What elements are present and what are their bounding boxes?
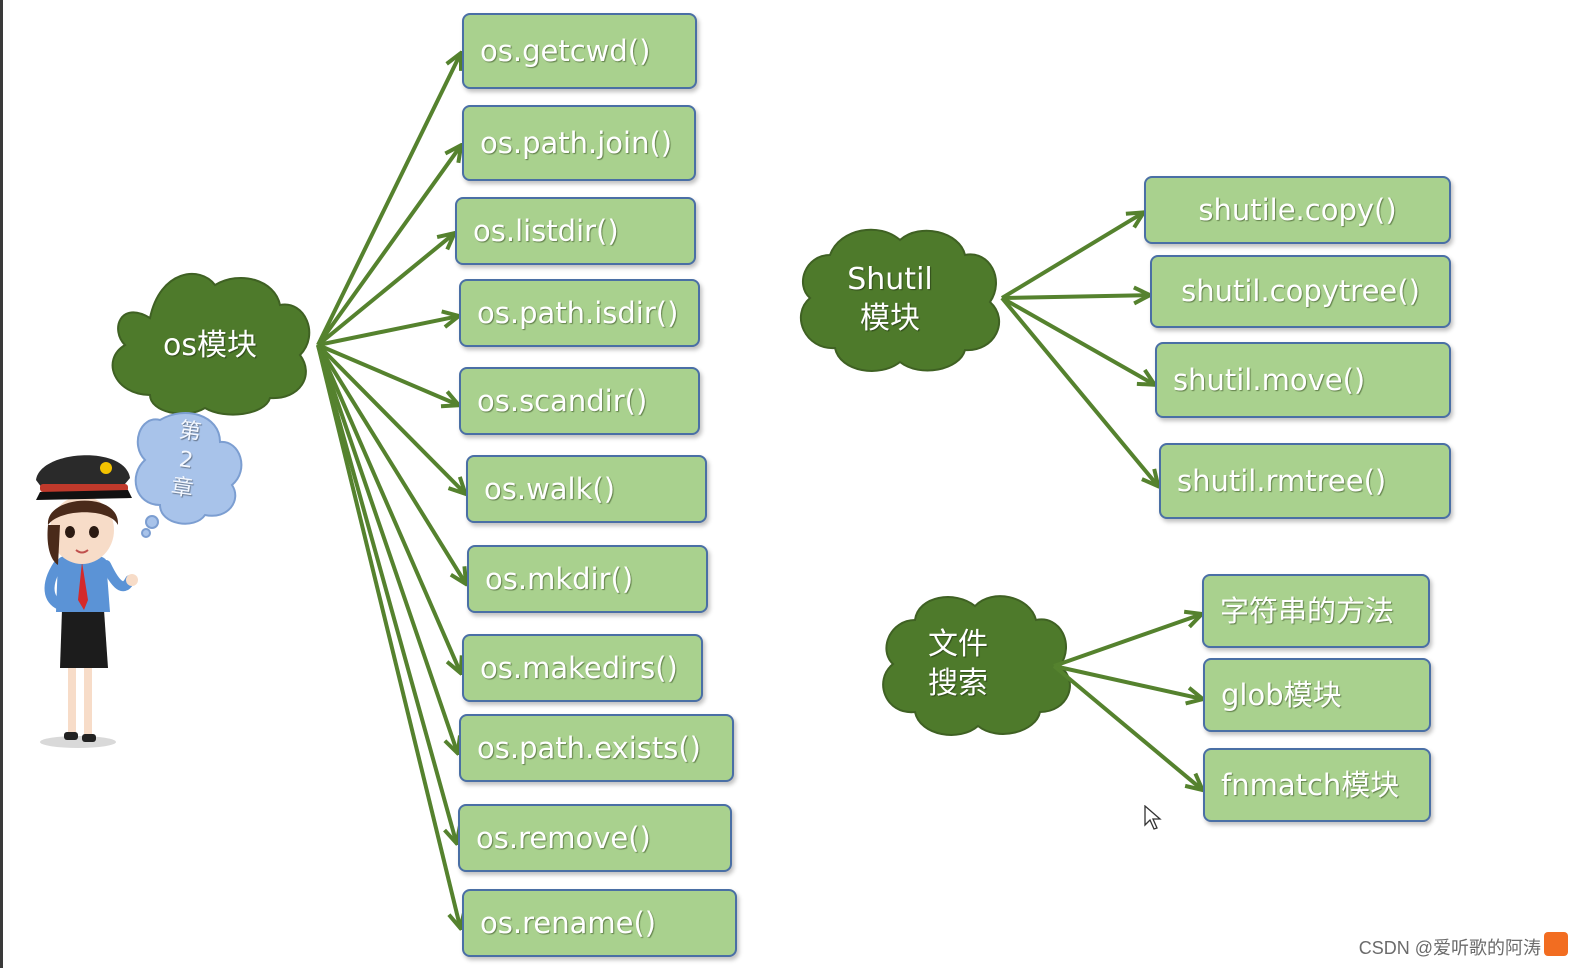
arrow-to-os-path-join bbox=[316, 147, 460, 347]
method-box-shutil-copytree: shutil.copytree() bbox=[1150, 255, 1451, 328]
arrow-to-os-mkdir bbox=[316, 343, 465, 582]
arrow-to-shutil-copy bbox=[1000, 213, 1142, 300]
chapter-label-line3: 章 bbox=[169, 474, 195, 503]
file-search-label-line2: 搜索 bbox=[928, 666, 988, 701]
file-search-label-line1: 文件 bbox=[928, 627, 988, 662]
method-box-os-path-join: os.path.join() bbox=[462, 105, 696, 181]
connector-arrows bbox=[316, 55, 1201, 927]
file-search-cloud bbox=[882, 595, 1071, 736]
method-box-os-getcwd: os.getcwd() bbox=[462, 13, 697, 89]
method-box-shutil-rmtree: shutil.rmtree() bbox=[1159, 443, 1451, 519]
method-box-fnmatch-module: fnmatch模块 bbox=[1203, 748, 1431, 822]
method-box-os-rename: os.rename() bbox=[462, 889, 737, 957]
csdn-logo-icon bbox=[1544, 932, 1568, 956]
method-box-os-path-isdir: os.path.isdir() bbox=[459, 279, 700, 347]
method-box-os-walk: os.walk() bbox=[466, 455, 707, 523]
shutil-label-line2: 模块 bbox=[860, 301, 920, 336]
method-box-os-scandir: os.scandir() bbox=[459, 367, 700, 435]
arrow-to-os-walk bbox=[316, 343, 464, 492]
method-box-shutil-move: shutil.move() bbox=[1155, 342, 1451, 418]
csdn-watermark: CSDN @爱听歌的阿涛 bbox=[1358, 938, 1541, 958]
method-box-os-makedirs: os.makedirs() bbox=[462, 634, 703, 702]
file-search-label: 文件 搜索 bbox=[898, 625, 1018, 703]
arrow-to-os-path-exists bbox=[316, 344, 457, 751]
arrow-to-os-scandir bbox=[317, 343, 457, 404]
os-module-label: os模块 bbox=[163, 328, 257, 363]
method-box-os-listdir: os.listdir() bbox=[455, 197, 696, 265]
shutil-module-label: Shutil 模块 bbox=[830, 260, 950, 338]
arrow-to-string-methods bbox=[1053, 615, 1200, 668]
method-box-os-mkdir: os.mkdir() bbox=[467, 545, 708, 613]
method-box-string-methods: 字符串的方法 bbox=[1202, 574, 1430, 648]
shutil-label-line1: Shutil bbox=[847, 262, 933, 297]
arrow-to-shutil-copytree bbox=[1001, 295, 1148, 298]
arrow-to-os-path-isdir bbox=[317, 316, 457, 347]
arrow-to-os-makedirs bbox=[316, 344, 460, 671]
method-box-glob-module: glob模块 bbox=[1203, 658, 1431, 732]
mouse-cursor-icon bbox=[1144, 805, 1162, 830]
arrow-to-shutil-move bbox=[1001, 296, 1153, 384]
guide-character-illustration bbox=[36, 455, 138, 748]
method-box-os-remove: os.remove() bbox=[458, 804, 732, 872]
chapter-bubble bbox=[134, 412, 243, 538]
os-cloud bbox=[111, 272, 311, 416]
arrow-to-os-remove bbox=[316, 344, 456, 841]
method-box-shutil-copy: shutile.copy() bbox=[1144, 176, 1451, 244]
shutil-cloud bbox=[799, 228, 1001, 372]
method-box-os-path-exists: os.path.exists() bbox=[459, 714, 734, 782]
arrow-to-os-getcwd bbox=[316, 55, 460, 346]
arrow-to-os-listdir bbox=[316, 234, 453, 347]
arrow-to-shutil-rmtree bbox=[1000, 296, 1157, 485]
arrow-to-os-rename bbox=[316, 344, 460, 926]
arrow-to-fnmatch-module bbox=[1052, 664, 1201, 789]
left-edge-bar bbox=[0, 0, 3, 968]
arrow-to-glob-module bbox=[1053, 664, 1201, 699]
